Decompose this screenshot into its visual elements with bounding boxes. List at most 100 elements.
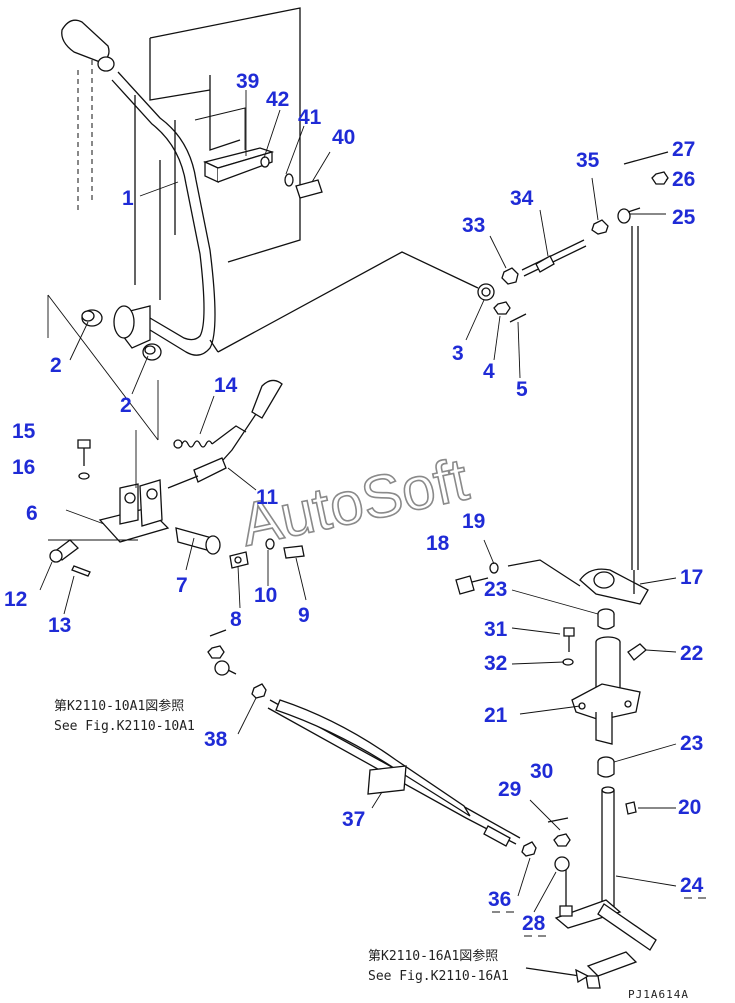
callout-11: 11 (256, 486, 279, 509)
callout-2-upper: 2 (50, 354, 62, 377)
leader-lines (39, 90, 677, 913)
bolt-15 (77, 439, 91, 466)
column-21 (571, 636, 641, 745)
bell-crank-17 (579, 568, 649, 605)
bushing-2-lower (142, 343, 162, 361)
callout-17: 17 (680, 566, 703, 589)
bolt-40 (295, 179, 323, 199)
bolt-18 (455, 575, 489, 595)
callout-28: 28 (522, 912, 546, 935)
pedal-k2110-16a1 (525, 951, 638, 989)
callout-23-upper: 23 (484, 578, 507, 601)
callout-22: 22 (680, 642, 703, 665)
bolt-9 (283, 545, 305, 559)
pin-27 (623, 151, 669, 165)
bracket-39 (203, 147, 275, 184)
joint-3 (477, 283, 495, 301)
bushing-2-upper (81, 309, 103, 327)
callout-25: 25 (672, 206, 696, 229)
reference-note-2-en: See Fig.K2110-16A1 (368, 969, 509, 984)
pin-13 (71, 565, 91, 577)
bolt-31 (563, 627, 575, 652)
pin-7 (175, 527, 221, 555)
bushing-23-lower (597, 756, 615, 778)
cable-37 (267, 699, 521, 847)
joint-k2110-10a1 (207, 629, 237, 676)
callout-15: 15 (12, 420, 36, 443)
nut-26 (651, 171, 669, 185)
nut-33 (501, 267, 519, 285)
callout-6: 6 (26, 502, 38, 525)
plug-20 (625, 801, 637, 815)
callout-1: 1 (122, 187, 134, 210)
callout-14: 14 (214, 374, 238, 397)
nut-38 (251, 683, 267, 699)
rod-34 (521, 239, 587, 277)
nut-4 (493, 301, 511, 315)
callout-34: 34 (510, 187, 534, 210)
callout-18: 18 (426, 532, 450, 555)
callout-39: 39 (236, 70, 259, 93)
callout-16: 16 (12, 456, 35, 479)
control-box-housing (77, 7, 301, 300)
callout-35: 35 (576, 149, 600, 172)
callout-23-lower: 23 (680, 732, 703, 755)
callout-37: 37 (342, 808, 365, 831)
callout-13: 13 (48, 614, 71, 637)
clevis-8 (229, 551, 249, 569)
reference-note-2-jp: 第K2110-16A1図参照 (368, 948, 498, 964)
callout-33: 33 (462, 214, 485, 237)
washer-32 (562, 658, 574, 666)
shaft-24 (554, 786, 657, 951)
nut-29 (553, 833, 571, 847)
washer-42 (260, 156, 270, 168)
callout-2-lower: 2 (120, 394, 132, 417)
callout-8: 8 (230, 608, 242, 631)
link-rod-upper (217, 251, 479, 353)
lever-bracket-6 (98, 430, 170, 543)
callout-20: 20 (678, 796, 701, 819)
callout-24: 24 (680, 874, 704, 897)
callout-5: 5 (516, 378, 528, 401)
callout-7: 7 (176, 574, 188, 597)
washer-10 (265, 538, 275, 550)
spring-14 (173, 425, 247, 449)
callout-labels: 1 2 2 3 4 5 6 7 8 9 10 11 12 13 14 15 16… (4, 70, 704, 935)
callout-3: 3 (452, 342, 464, 365)
callout-41: 41 (298, 106, 322, 129)
callout-42: 42 (266, 88, 289, 111)
callout-12: 12 (4, 588, 27, 611)
callout-9: 9 (298, 604, 310, 627)
callout-27: 27 (672, 138, 695, 161)
washer-41 (284, 173, 294, 187)
joint-25 (617, 207, 641, 224)
callout-29: 29 (498, 778, 521, 801)
reference-note-1-jp: 第K2110-10A1図参照 (54, 698, 184, 714)
joint-28 (554, 856, 573, 917)
bushing-23-upper (597, 608, 615, 630)
vertical-rod (631, 226, 639, 570)
drawing-code: PJ1A614A (628, 988, 689, 1001)
callout-31: 31 (484, 618, 508, 641)
callout-38: 38 (204, 728, 228, 751)
callout-36: 36 (488, 888, 511, 911)
clip-12 (49, 539, 79, 563)
washer-19 (489, 562, 499, 574)
callout-40: 40 (332, 126, 355, 149)
callout-19: 19 (462, 510, 485, 533)
lever-11 (167, 379, 283, 489)
callout-30: 30 (530, 760, 553, 783)
reference-note-1-en: See Fig.K2110-10A1 (54, 719, 195, 734)
callout-21: 21 (484, 704, 508, 727)
washer-16 (78, 472, 90, 480)
nut-36 (521, 841, 537, 857)
nut-35 (591, 219, 609, 235)
callout-26: 26 (672, 168, 695, 191)
main-lever (61, 19, 216, 356)
callout-4: 4 (483, 360, 495, 383)
callout-10: 10 (254, 584, 277, 607)
link-17-19 (507, 559, 581, 587)
pin-5 (509, 313, 527, 323)
callout-32: 32 (484, 652, 507, 675)
grease-fitting-22 (627, 643, 647, 661)
